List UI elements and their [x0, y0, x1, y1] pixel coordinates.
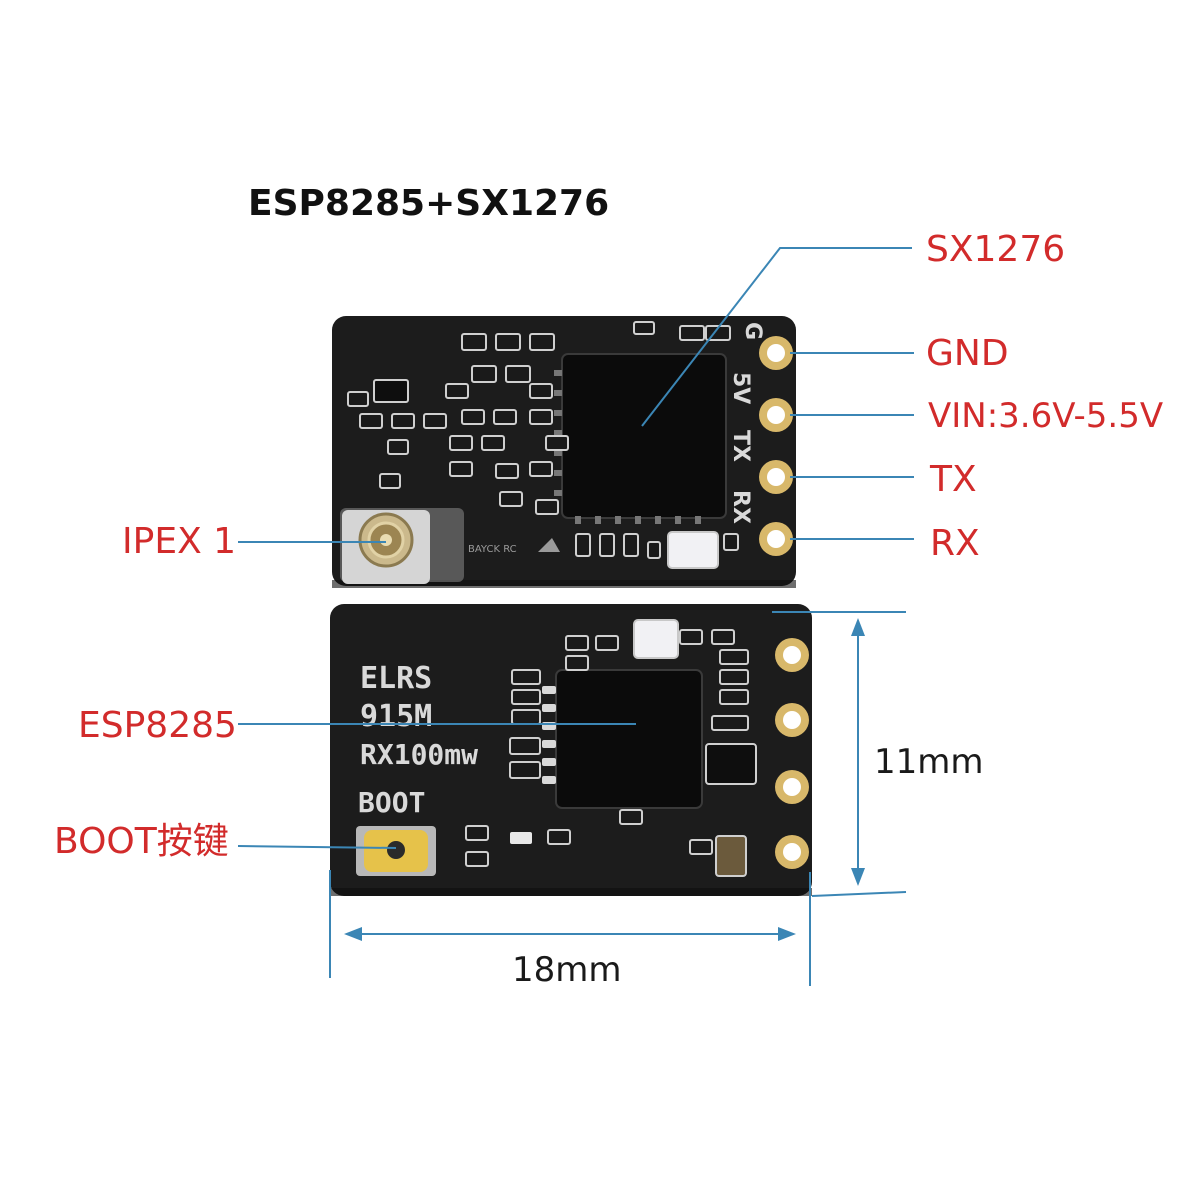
page-title: ESP8285+SX1276: [248, 183, 610, 224]
esp8285-chip: [555, 669, 703, 809]
top-board-shadow: [332, 580, 796, 588]
dim-height-ext-bottom: [811, 891, 907, 897]
callout-sx1276: SX1276: [926, 229, 1066, 270]
brand-logo-icon: [538, 538, 560, 552]
callout-rx: RX: [930, 523, 980, 564]
bottom-board-components: [465, 629, 757, 877]
dim-width-arrow-left-icon: [344, 927, 362, 941]
bottom-board-small-led: [510, 832, 532, 844]
dim-width-arrow-right-icon: [778, 927, 796, 941]
bottom-board: ELRS 915M RX100mw BOOT: [330, 604, 812, 896]
callout-esp8285: ESP8285: [78, 705, 237, 746]
sx1276-chip-pins: [554, 370, 701, 524]
leader-lines: [237, 247, 914, 849]
leader-boot: [237, 845, 397, 849]
esp8285-chip-pins: [542, 686, 556, 784]
silk-rx: RX: [728, 490, 753, 524]
callout-vin: VIN:3.6V-5.5V: [928, 396, 1164, 436]
sx1276-chip: [561, 353, 727, 519]
callout-ipex: IPEX 1: [122, 521, 237, 562]
silk-boot: BOOT: [358, 786, 425, 819]
silk-elrs: ELRS: [360, 661, 432, 696]
dim-height-arrow-bottom-icon: [851, 868, 865, 886]
dimension-width-label: 18mm: [512, 950, 622, 990]
top-board: G 5V TX RX BAYCK RC: [332, 316, 796, 588]
silk-5v: 5V: [728, 372, 753, 404]
bottom-board-led: [633, 619, 679, 659]
boot-button: [356, 826, 436, 876]
silk-g: G: [740, 322, 765, 340]
callout-boot-key: BOOT按键: [54, 821, 229, 862]
leader-sx1276: [641, 247, 912, 427]
silk-915m: 915M: [360, 699, 432, 734]
silk-brand: BAYCK RC: [468, 544, 517, 555]
dim-height-arrow-top-icon: [851, 618, 865, 636]
silk-rx100mw: RX100mw: [360, 738, 478, 771]
bottom-board-shadow: [330, 888, 812, 896]
callout-gnd: GND: [926, 333, 1009, 374]
top-board-pads: [759, 336, 793, 556]
bottom-board-pads: [775, 638, 809, 869]
silk-tx: TX: [728, 430, 753, 462]
ipex-connector: [340, 508, 464, 584]
callout-tx: TX: [930, 459, 977, 500]
dimension-height-label: 11mm: [874, 742, 984, 782]
top-board-led: [667, 531, 719, 569]
dimension-lines: [329, 611, 907, 986]
